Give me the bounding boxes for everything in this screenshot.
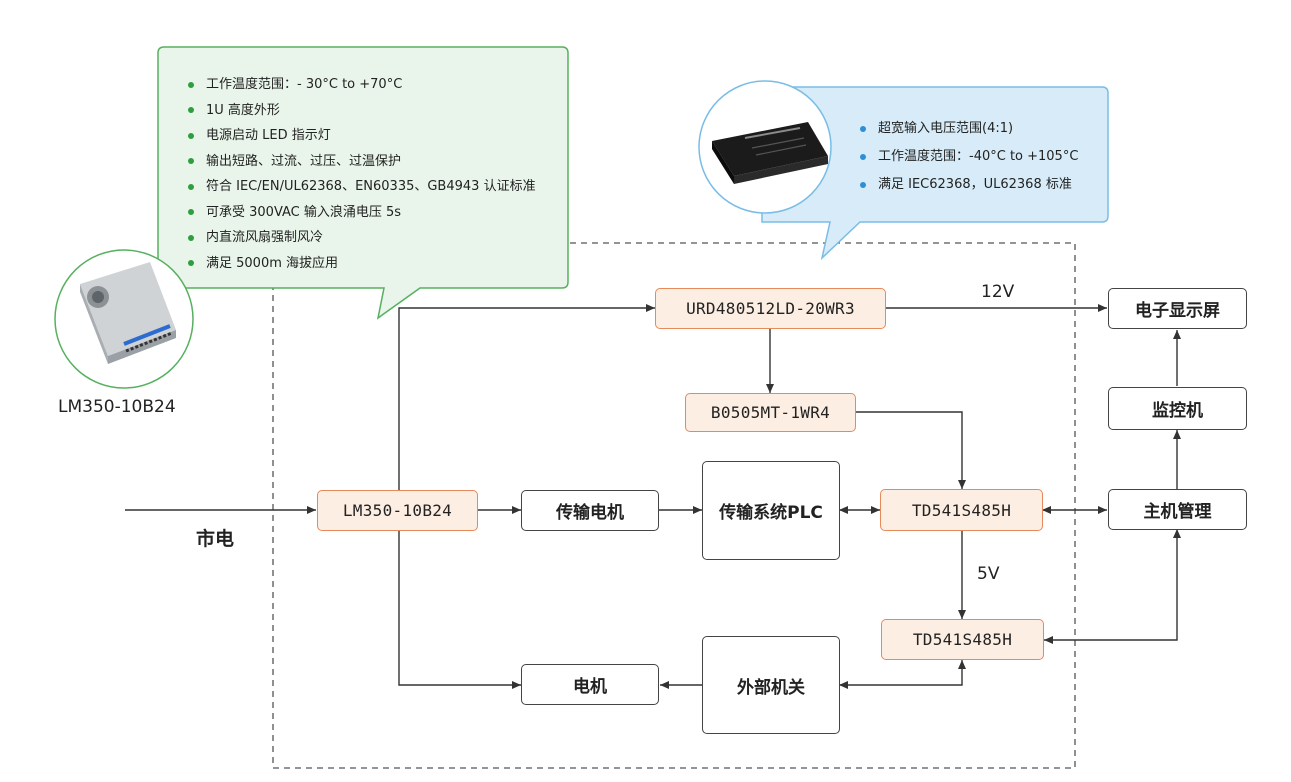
green-feature-item: 满足 5000m 海拔应用 (186, 251, 536, 277)
blue-callout-bubble (761, 86, 1109, 261)
line-lm350-to-motor (398, 531, 521, 689)
green-callout-features: 工作温度范围：- 30°C to +70°C 1U 高度外形 电源启动 LED … (186, 72, 536, 276)
connectors (125, 304, 1181, 689)
block-monitor: 监控机 (1108, 387, 1247, 430)
voltage-label-5v: 5V (977, 564, 1000, 584)
block-external-switch: 外部机关 (702, 636, 840, 734)
green-feature-item: 内直流风扇强制风冷 (186, 225, 536, 251)
voltage-label-12v: 12V (981, 282, 1015, 302)
mains-label: 市电 (196, 528, 235, 550)
line-ext-td2 (839, 660, 966, 689)
green-feature-item: 符合 IEC/EN/UL62368、EN60335、GB4943 认证标准 (186, 174, 536, 200)
blue-feature-item: 满足 IEC62368，UL62368 标准 (858, 171, 1078, 199)
green-feature-item: 1U 高度外形 (186, 98, 536, 124)
green-callout-bubble (157, 46, 569, 320)
psu-image (54, 249, 194, 389)
green-feature-item: 输出短路、过流、过压、过温保护 (186, 149, 536, 175)
block-electronic-display: 电子显示屏 (1108, 288, 1247, 329)
line-b0505-to-td1 (856, 411, 966, 489)
psu-caption: LM350-10B24 (58, 397, 176, 417)
green-feature-item: 电源启动 LED 指示灯 (186, 123, 536, 149)
blue-callout-features: 超宽输入电压范围(4:1) 工作温度范围：-40°C to +105°C 满足 … (858, 115, 1078, 199)
block-b0505mt: B0505MT-1WR4 (685, 393, 856, 432)
line-lm350-to-urd (398, 304, 655, 490)
block-host-management: 主机管理 (1108, 489, 1247, 530)
block-lm350: LM350-10B24 (317, 490, 478, 531)
block-transmission-motor: 传输电机 (521, 490, 659, 531)
system-boundary (272, 242, 1076, 769)
green-feature-item: 工作温度范围：- 30°C to +70°C (186, 72, 536, 98)
block-urd480512ld: URD480512LD-20WR3 (655, 288, 886, 329)
green-feature-item: 可承受 300VAC 输入浪涌电压 5s (186, 200, 536, 226)
dcdc-module-image (698, 80, 832, 214)
block-td541s485h-upper: TD541S485H (880, 489, 1043, 531)
blue-feature-item: 工作温度范围：-40°C to +105°C (858, 143, 1078, 171)
block-transmission-plc: 传输系统PLC (702, 461, 840, 560)
line-host-td2 (1044, 529, 1181, 644)
block-td541s485h-lower: TD541S485H (881, 619, 1044, 660)
block-motor: 电机 (521, 664, 659, 705)
blue-feature-item: 超宽输入电压范围(4:1) (858, 115, 1078, 143)
